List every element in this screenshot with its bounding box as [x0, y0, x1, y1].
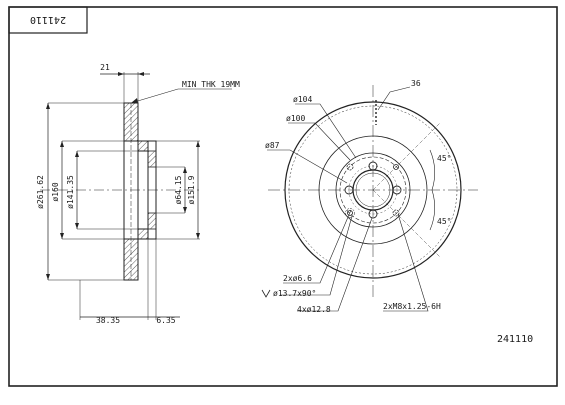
dia-64-label: ø64.15	[174, 175, 183, 204]
min-thickness-label: MIN THK 19MM	[182, 80, 240, 89]
dia-87-label: ø87	[265, 141, 280, 150]
angle-bottom-label: 45°	[437, 217, 451, 226]
dia-100-label: ø100	[286, 114, 305, 123]
label-36: 36	[411, 79, 421, 88]
countersink-label: ø13.7x90°	[273, 289, 316, 298]
angle-top-label: 45°	[437, 154, 451, 163]
side-arrowheads	[46, 72, 200, 280]
stamp-text: 241110	[30, 14, 66, 25]
front-view	[267, 85, 478, 312]
dia-160-label: ø160	[51, 182, 60, 201]
hub-section	[147, 140, 157, 240]
bolt-holes	[344, 161, 402, 219]
dia-141-label: ø141.35	[66, 175, 75, 209]
outer-diameter-label: ø261.62	[36, 175, 45, 209]
part-number: 241110	[497, 334, 533, 345]
disc-inner-circle	[318, 135, 428, 245]
side-view	[40, 72, 232, 320]
holes-2x-label: 2xø6.6	[283, 274, 312, 283]
small-holes	[345, 163, 400, 218]
offset-right-label: 6.35	[156, 316, 175, 325]
countersink-symbol	[261, 289, 271, 298]
holes-4x-label: 4xø12.8	[297, 305, 331, 314]
dia-104-label: ø104	[293, 95, 312, 104]
drawing-frame	[8, 6, 558, 387]
disc-outer-circle	[284, 101, 462, 279]
title-stamp: 241110	[8, 6, 88, 34]
width-label: 21	[100, 63, 110, 72]
offset-left-label: 38.35	[96, 316, 120, 325]
dia-151-label: ø151.9	[187, 175, 196, 204]
thread-label: 2xM8x1.25-6H	[383, 302, 441, 311]
